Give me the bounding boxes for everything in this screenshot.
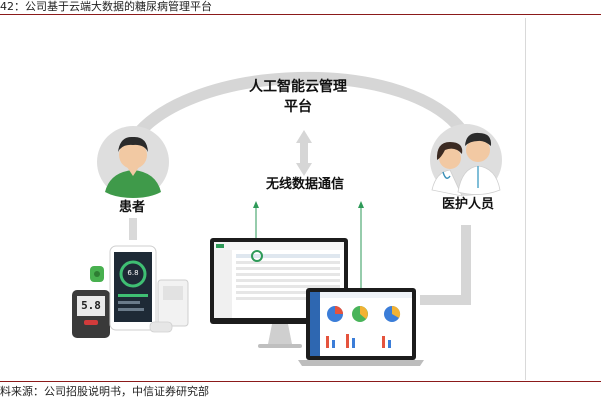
laptop-dashboard [298, 288, 424, 366]
connection-arc [122, 72, 474, 154]
staff-connector [420, 225, 471, 305]
patient-avatar [97, 126, 169, 198]
monitoring-kit [149, 279, 189, 333]
phone-glucose-reading: 6.8 [127, 269, 139, 277]
caption-divider [0, 14, 601, 15]
cloud-platform-label-line1: 人工智能云管理 [249, 79, 347, 95]
source-divider [0, 381, 601, 382]
patient-label: 患者 [118, 200, 145, 215]
patient-connector [129, 218, 137, 240]
medical-staff-avatar [430, 124, 502, 197]
meter-glucose-reading: 5.8 [81, 299, 101, 312]
figure-caption: 42：公司基于云端大数据的糖尿病管理平台 [0, 0, 212, 13]
figure-source: 料来源：公司招股说明书，中信证券研究部 [0, 385, 209, 398]
right-divider [525, 18, 526, 380]
uplink-arrow-right-icon [358, 201, 364, 292]
sensor-device [90, 266, 104, 282]
smartphone-app [109, 245, 157, 331]
cloud-platform-label-line2: 平台 [284, 99, 312, 115]
glucose-meter-device [72, 290, 110, 338]
medical-staff-label: 医护人员 [441, 197, 494, 212]
bidirectional-arrow-icon [296, 130, 312, 176]
wireless-communication-label: 无线数据通信 [265, 177, 344, 192]
cloud-platform-label: 人工智能云管理 平台 [238, 77, 358, 117]
